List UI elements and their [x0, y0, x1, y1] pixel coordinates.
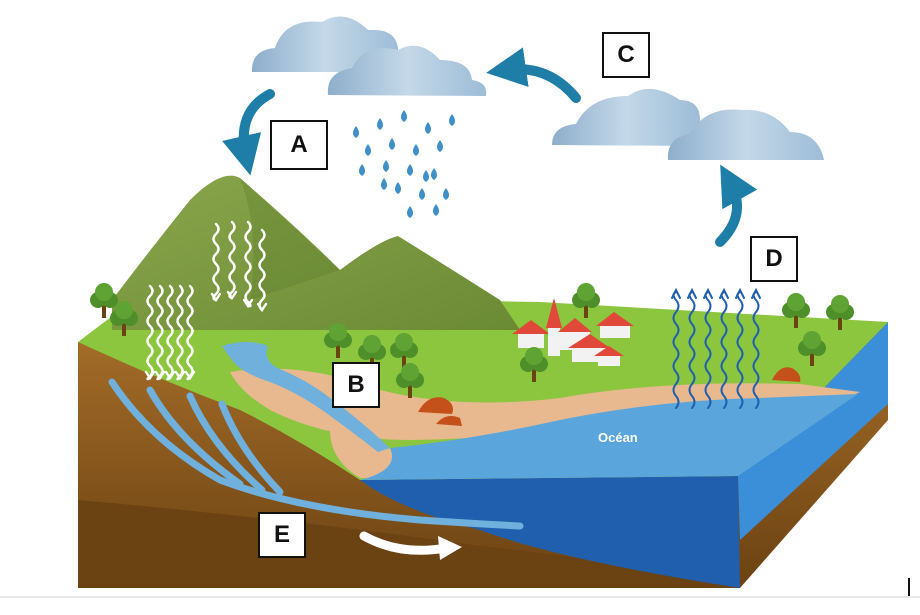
infiltration-arrowhead	[210, 292, 222, 303]
tree-icon	[110, 301, 138, 336]
raindrop-icon	[407, 206, 413, 218]
label-b: B	[332, 362, 380, 408]
infiltration-arrowhead	[184, 370, 196, 381]
cloud-left-icon	[252, 16, 487, 96]
house-icon	[594, 346, 624, 366]
evaporation-arrow-icon	[688, 291, 696, 409]
evaporation-arrowhead	[735, 287, 745, 299]
evaporation-arrowhead	[671, 287, 681, 299]
raindrop-icon	[449, 114, 455, 126]
infiltration-arrow-icon	[258, 228, 266, 312]
tree-icon	[90, 283, 118, 318]
infiltration-arrowhead	[154, 370, 166, 381]
evaporation-arrowhead	[687, 287, 697, 299]
raindrop-icon	[407, 164, 413, 176]
house-icon	[596, 312, 634, 338]
rock-icon	[418, 367, 801, 426]
arrow-c-icon	[486, 47, 581, 103]
raindrop-icon	[353, 110, 455, 218]
ocean-deep	[360, 476, 740, 588]
infiltration-arrowhead	[144, 370, 156, 381]
underground-flow-arrowhead	[438, 536, 462, 560]
raindrop-icon	[383, 160, 389, 172]
deep-soil-layer	[78, 500, 740, 588]
house-icon	[568, 334, 610, 362]
tree-icon	[798, 331, 826, 366]
infiltration-arrow-icon	[176, 284, 184, 381]
infiltration-arrowhead	[174, 370, 186, 381]
infiltration-arrow-icon	[156, 284, 164, 381]
infiltration-arrowhead	[164, 370, 176, 381]
underground-flow-arrow-icon	[359, 531, 451, 555]
raindrop-icon	[423, 170, 429, 182]
arrow-a-icon	[222, 89, 275, 176]
house-icon	[512, 320, 550, 348]
evaporation-arrowhead	[719, 287, 729, 299]
raindrop-icon	[389, 138, 395, 150]
ocean-surface	[360, 394, 858, 480]
raindrop-icon	[377, 118, 383, 130]
infiltration-arrowhead	[256, 302, 268, 313]
evaporation-arrows-icon	[671, 287, 761, 409]
label-a: A	[270, 120, 328, 170]
tree-icon	[782, 293, 810, 328]
raindrop-icon	[359, 164, 365, 176]
evaporation-arrow-icon	[720, 291, 728, 409]
evaporation-arrow-icon	[752, 291, 760, 409]
beach-sand	[230, 368, 860, 440]
mountain-shade	[240, 178, 340, 300]
label-e: E	[258, 512, 306, 558]
bottom-divider	[0, 596, 920, 598]
evaporation-arrow-icon	[736, 291, 744, 409]
arrow-d-icon	[715, 164, 758, 247]
infiltration-arrow-icon	[166, 284, 174, 381]
evaporation-arrowhead	[703, 287, 713, 299]
trees	[90, 283, 854, 398]
tree-icon	[396, 363, 424, 398]
tree-icon	[324, 323, 352, 358]
mountains	[112, 175, 520, 330]
infiltration-arrows-icon	[144, 220, 268, 381]
label-c: C	[602, 32, 650, 78]
tree-icon	[520, 347, 548, 382]
river	[222, 342, 390, 452]
infiltration-arrow-icon	[146, 284, 154, 381]
raindrop-icon	[425, 122, 431, 134]
raindrop-icon	[381, 178, 387, 190]
infiltration-arrow-icon	[244, 220, 252, 308]
tree-icon	[572, 283, 600, 318]
ocean-side	[738, 322, 888, 540]
infiltration-arrow-icon	[186, 284, 194, 381]
groundwater-streams	[108, 378, 524, 530]
evaporation-arrow-icon	[672, 291, 680, 409]
tree-icon	[390, 333, 418, 368]
cloud-right-icon	[552, 88, 824, 160]
raindrop-icon	[365, 144, 371, 156]
infiltration-arrowhead	[226, 290, 238, 301]
evaporation-arrow-icon	[704, 291, 712, 409]
label-d: D	[750, 236, 798, 282]
raindrop-icon	[395, 182, 401, 194]
raindrop-icon	[401, 110, 407, 122]
raindrop-icon	[353, 126, 359, 138]
infiltration-arrowhead	[242, 298, 254, 309]
infiltration-arrow-icon	[228, 220, 236, 300]
raindrop-icon	[437, 140, 443, 152]
village	[512, 298, 634, 366]
text-cursor-icon	[908, 578, 910, 596]
raindrop-icon	[433, 204, 439, 216]
tree-icon	[826, 295, 854, 330]
raindrop-icon	[443, 188, 449, 200]
ocean-label: Océan	[598, 430, 638, 445]
raindrop-icon	[431, 168, 437, 180]
evaporation-arrowhead	[751, 287, 761, 299]
raindrop-icon	[413, 144, 419, 156]
infiltration-arrow-icon	[212, 222, 220, 302]
raindrop-icon	[419, 188, 425, 200]
